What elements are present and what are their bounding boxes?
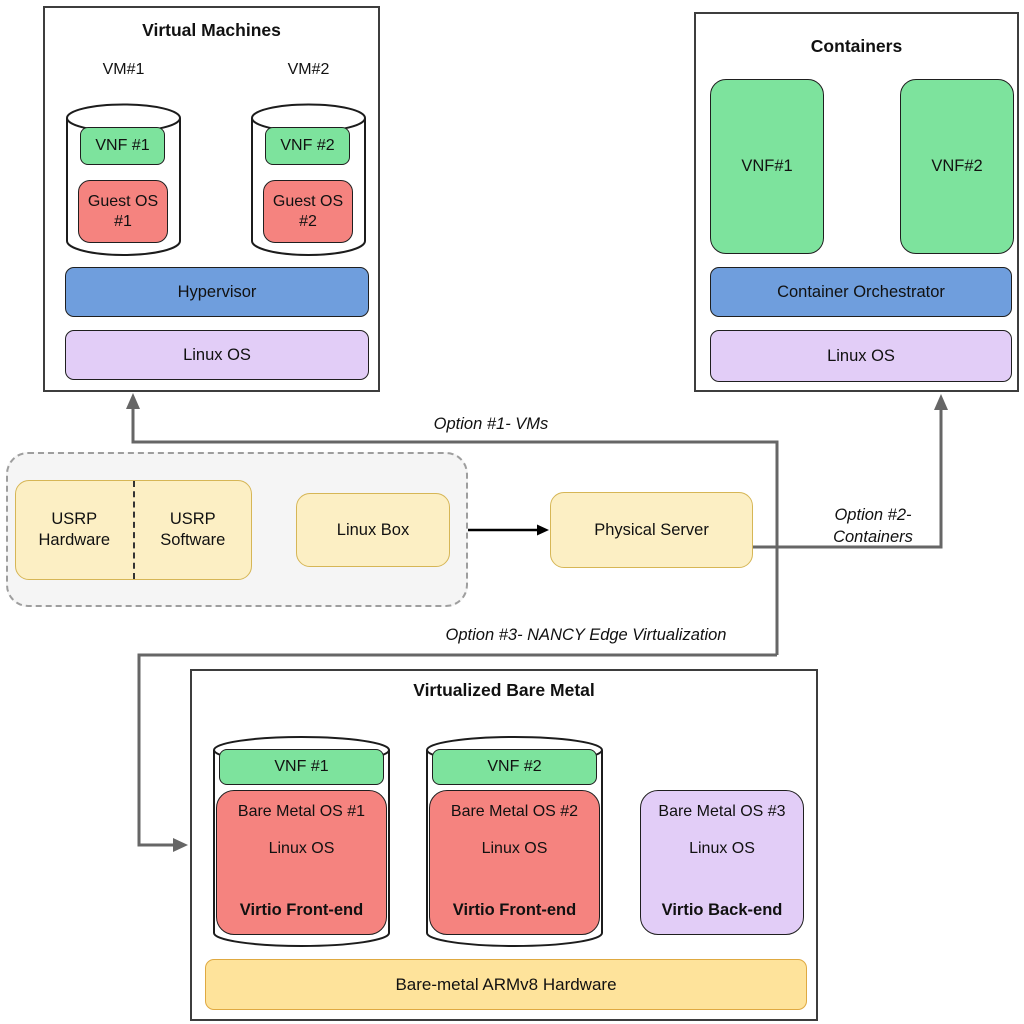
armv8-hardware-bar: Bare-metal ARMv8 Hardware [205,959,807,1010]
vm2-guest-os-box: Guest OS #2 [263,180,353,243]
bm3-linux-label: Linux OS [689,840,755,857]
baremetal-panel: Virtualized Bare Metal VNF #1 VNF #2 Bar… [190,669,818,1021]
bm2-os-label: Bare Metal OS #2 [450,803,579,820]
baremetal-panel-title: Virtualized Bare Metal [413,680,595,700]
container-vnf2-box: VNF#2 [900,79,1014,254]
linux-box: Linux Box [296,493,450,567]
container-orchestrator-bar: Container Orchestrator [710,267,1012,317]
vm-panel-title: Virtual Machines [142,20,281,40]
bm1-linux-label: Linux OS [268,840,335,857]
bm1-vnf-box: VNF #1 [219,749,384,785]
container-vnf1-box: VNF#1 [710,79,824,254]
bm2-os-box: Bare Metal OS #2 Linux OS Virtio Front-e… [429,790,600,935]
bm1-virtio-label: Virtio Front-end [239,901,364,919]
bm2-virtio-label: Virtio Front-end [452,901,577,919]
option3-label: Option #3- NANCY Edge Virtualization [445,626,727,644]
vm1-vnf-box: VNF #1 [80,127,165,165]
option1-arrowhead [126,393,140,409]
physical-server-box: Physical Server [550,492,753,568]
bm1-os-box: Bare Metal OS #1 Linux OS Virtio Front-e… [216,790,387,935]
usrp-software-cell: USRP Software [132,481,252,579]
bm2-linux-label: Linux OS [481,840,548,857]
bm1-os-label: Bare Metal OS #1 [237,803,366,820]
bm3-os-label: Bare Metal OS #3 [658,803,786,820]
usrp-hardware-cell: USRP Hardware [38,509,111,549]
bm3-os-box: Bare Metal OS #3 Linux OS Virtio Back-en… [640,790,804,935]
containers-panel-title: Containers [810,36,903,56]
vm1-guest-os-box: Guest OS #1 [78,180,168,243]
bm3-virtio-label: Virtio Back-end [661,901,783,919]
containers-panel: Containers VNF#1 VNF#2 Container Orchest… [694,12,1019,392]
vm-panel: Virtual Machines VM#1 VM#2 VNF #1 VNF #2… [43,6,380,392]
vm1-label: VM#1 [102,61,145,78]
vm2-label: VM#2 [287,61,330,78]
vm2-vnf-box: VNF #2 [265,127,350,165]
hypervisor-bar: Hypervisor [65,267,369,317]
option2-arrowhead [934,394,948,410]
containers-linux-os-bar: Linux OS [710,330,1012,382]
bm2-vnf-box: VNF #2 [432,749,597,785]
option2-label: Option #2- Containers [833,506,913,546]
usrp-box: USRP Hardware USRP Software [15,480,252,580]
option3-arrowhead [173,838,188,852]
option1-label: Option #1- VMs [433,415,549,433]
vm-linux-os-bar: Linux OS [65,330,369,380]
